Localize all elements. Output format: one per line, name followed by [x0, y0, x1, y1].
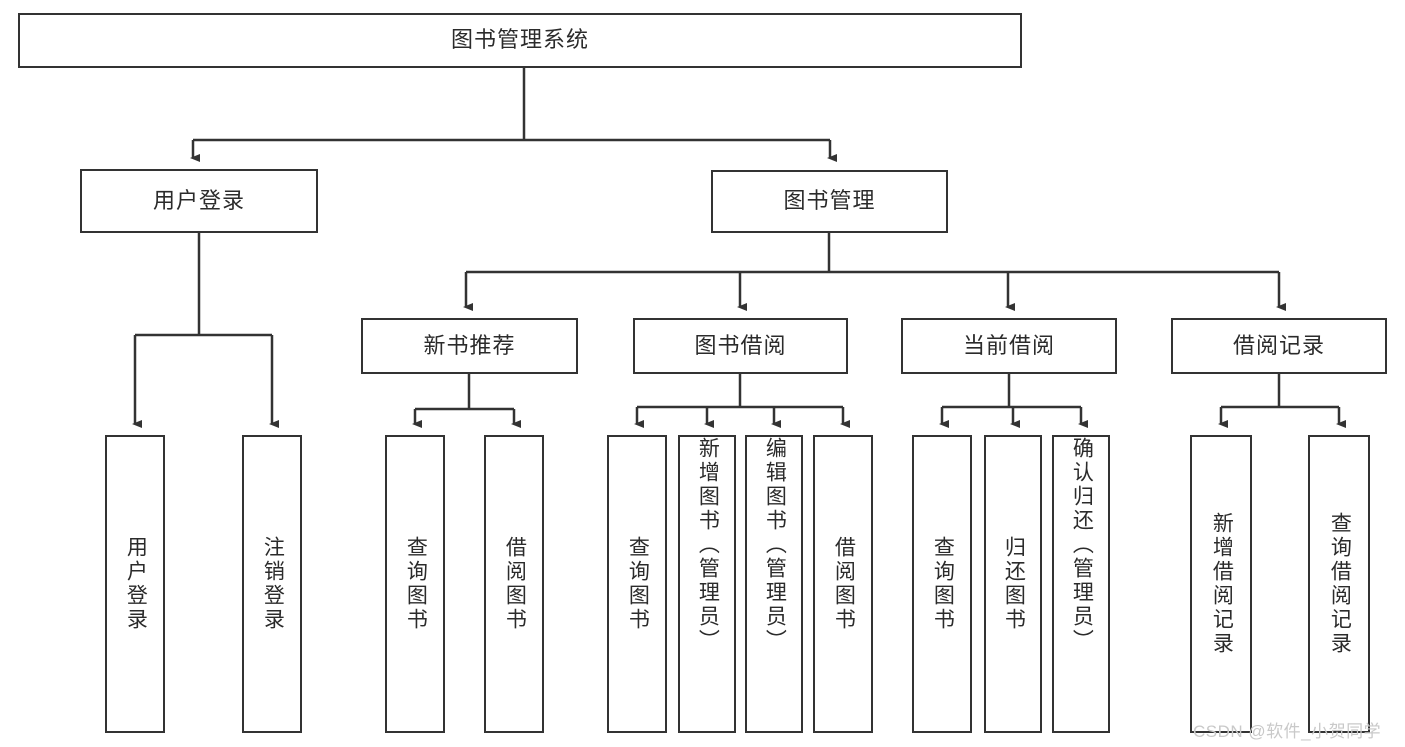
node-book-borrow[interactable]: 图书借阅	[633, 318, 848, 374]
connector-bookborrow-to-leaves	[634, 374, 850, 428]
node-leaf-query-record[interactable]: 查询借阅记录	[1308, 435, 1370, 733]
node-root[interactable]: 图书管理系统	[18, 13, 1022, 68]
node-leaf-borrow-book-1-label: 借阅图书	[503, 536, 527, 632]
node-user-login[interactable]: 用户登录	[80, 169, 318, 233]
node-leaf-query-book-3-label: 查询图书	[931, 536, 955, 632]
node-leaf-edit-book-label: 编辑图书（管理员）	[763, 437, 787, 653]
connector-root-to-level2	[190, 68, 837, 162]
node-leaf-query-book-1-label: 查询图书	[404, 536, 428, 632]
node-user-login-label: 用户登录	[152, 187, 245, 213]
node-current-borrow-label: 当前借阅	[962, 332, 1055, 358]
node-leaf-user-logout-label: 注销登录	[261, 536, 285, 632]
node-borrow-record[interactable]: 借阅记录	[1171, 318, 1387, 374]
node-leaf-confirm-return-label: 确认归还（管理员）	[1070, 437, 1094, 653]
node-leaf-query-book-2-label: 查询图书	[626, 536, 650, 632]
node-leaf-user-logout[interactable]: 注销登录	[242, 435, 302, 733]
node-book-borrow-label: 图书借阅	[694, 332, 787, 358]
connector-borrowrecord-to-leaves	[1218, 374, 1346, 428]
node-leaf-query-book-3[interactable]: 查询图书	[912, 435, 972, 733]
node-leaf-return-book-label: 归还图书	[1002, 536, 1026, 632]
node-leaf-borrow-book-1[interactable]: 借阅图书	[484, 435, 544, 733]
node-new-book-rec-label: 新书推荐	[423, 332, 516, 358]
node-leaf-confirm-return[interactable]: 确认归还（管理员）	[1052, 435, 1110, 733]
node-borrow-record-label: 借阅记录	[1232, 332, 1325, 358]
connector-userlogin-to-leaves	[132, 233, 279, 428]
node-leaf-return-book[interactable]: 归还图书	[984, 435, 1042, 733]
node-leaf-query-book-2[interactable]: 查询图书	[607, 435, 667, 733]
node-leaf-add-book[interactable]: 新增图书（管理员）	[678, 435, 736, 733]
node-leaf-query-record-label: 查询借阅记录	[1328, 512, 1352, 656]
connector-currentborrow-to-leaves	[939, 374, 1088, 428]
node-leaf-add-record[interactable]: 新增借阅记录	[1190, 435, 1252, 733]
node-leaf-borrow-book-2[interactable]: 借阅图书	[813, 435, 873, 733]
csdn-watermark: CSDN @软件_小贺同学	[1193, 722, 1382, 741]
node-leaf-user-login-label: 用户登录	[124, 536, 148, 632]
node-current-borrow[interactable]: 当前借阅	[901, 318, 1117, 374]
node-leaf-user-login[interactable]: 用户登录	[105, 435, 165, 733]
node-root-label: 图书管理系统	[450, 27, 589, 53]
node-book-manage[interactable]: 图书管理	[711, 170, 948, 233]
node-leaf-add-record-label: 新增借阅记录	[1210, 512, 1234, 656]
node-book-manage-label: 图书管理	[783, 188, 876, 214]
node-leaf-query-book-1[interactable]: 查询图书	[385, 435, 445, 733]
node-leaf-borrow-book-2-label: 借阅图书	[832, 536, 856, 632]
node-leaf-edit-book[interactable]: 编辑图书（管理员）	[745, 435, 803, 733]
connector-bookmanage-to-level3	[463, 233, 1286, 311]
connector-newbookrec-to-leaves	[412, 374, 521, 428]
node-leaf-add-book-label: 新增图书（管理员）	[696, 437, 720, 653]
node-new-book-rec[interactable]: 新书推荐	[361, 318, 578, 374]
